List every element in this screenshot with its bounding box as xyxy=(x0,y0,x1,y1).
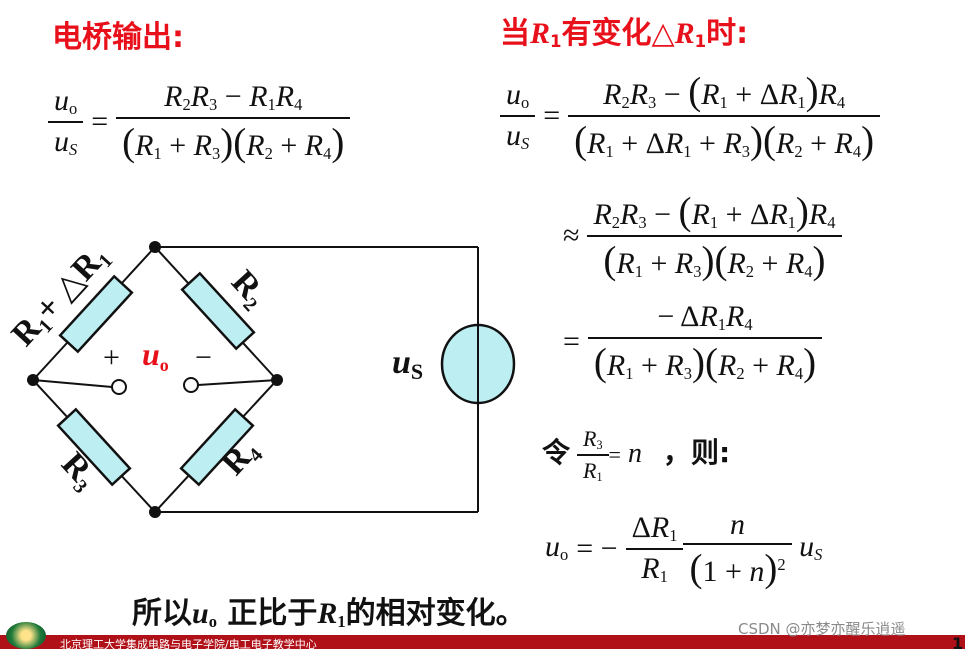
footer-bar xyxy=(0,635,965,649)
ze-text: ，则: xyxy=(662,436,731,470)
bridge-ratio: R2R3 − R1R4(R1 + R3)(R2 + R4) xyxy=(116,82,351,162)
right-title-post: 时: xyxy=(706,16,749,51)
delta-ratio-exact: R2R3 − (R1 + ΔR1)R4(R1 + ΔR1 + R3)(R2 + … xyxy=(568,72,881,160)
resistor-r4 xyxy=(179,407,255,487)
right-title-sub1: 1 xyxy=(550,32,562,52)
circuit-nodes xyxy=(27,241,283,518)
right-title-r1b: R xyxy=(674,17,695,50)
bottom-mid: 正比于 xyxy=(216,596,318,631)
bottom-r: R xyxy=(317,597,338,630)
right-title-sub1b: 1 xyxy=(694,32,707,52)
resistor-r1 xyxy=(58,274,134,354)
bottom-uo-sub: o xyxy=(208,612,217,632)
label-plus: + xyxy=(103,341,120,374)
bottom-r-sub: 1 xyxy=(337,612,346,632)
resistor-r2 xyxy=(180,271,256,351)
delta-formula-simplified: =− ΔR1R4(R1 + R3)(R2 + R4) xyxy=(555,302,823,382)
page-number: 1 xyxy=(952,634,964,653)
ling-text: 令 xyxy=(542,436,571,470)
footer-text: 北京理工大学集成电路与电子学院/电工电子教学中心 xyxy=(60,638,317,651)
watermark: CSDN @亦梦亦醒乐逍遥 xyxy=(738,620,906,638)
footer-logo xyxy=(6,622,46,649)
delta-ratio-approx: R2R3 − (R1 + ΔR1)R4(R1 + R3)(R2 + R4) xyxy=(587,192,842,280)
right-title-pre: 当 xyxy=(500,16,530,51)
terminal-minus xyxy=(183,377,199,393)
terminal-plus xyxy=(111,379,127,395)
bridge-circuit: R1+ △R1 R2 R3 R4 + − uo uS xyxy=(5,238,516,518)
delta-ratio-simplified: − ΔR1R4(R1 + R3)(R2 + R4) xyxy=(587,302,823,382)
right-title-mid: 有变化△ xyxy=(561,16,675,51)
label-us: uS xyxy=(392,344,423,384)
right-title-r1: R xyxy=(530,17,551,50)
bottom-uo: u xyxy=(192,597,209,630)
delta-formula-approx: ≈R2R3 − (R1 + ΔR1)R4(R1 + R3)(R2 + R4) xyxy=(555,192,842,280)
left-title-colon: : xyxy=(172,20,184,55)
bottom-pre: 所以 xyxy=(132,596,192,631)
label-uo: uo xyxy=(142,336,169,375)
bottom-post: 的相对变化。 xyxy=(345,596,526,631)
bottom-sentence: 所以uo 正比于R1的相对变化。 xyxy=(132,588,526,632)
label-minus: − xyxy=(195,341,212,374)
resistor-r3 xyxy=(56,407,132,487)
left-title-text: 电桥输出 xyxy=(52,20,172,55)
left-title: 电桥输出: xyxy=(52,12,184,56)
right-title: 当R1有变化△R1时: xyxy=(500,8,748,52)
n-over-1-plus-n-sq: n(1 + n)2 xyxy=(683,510,792,588)
